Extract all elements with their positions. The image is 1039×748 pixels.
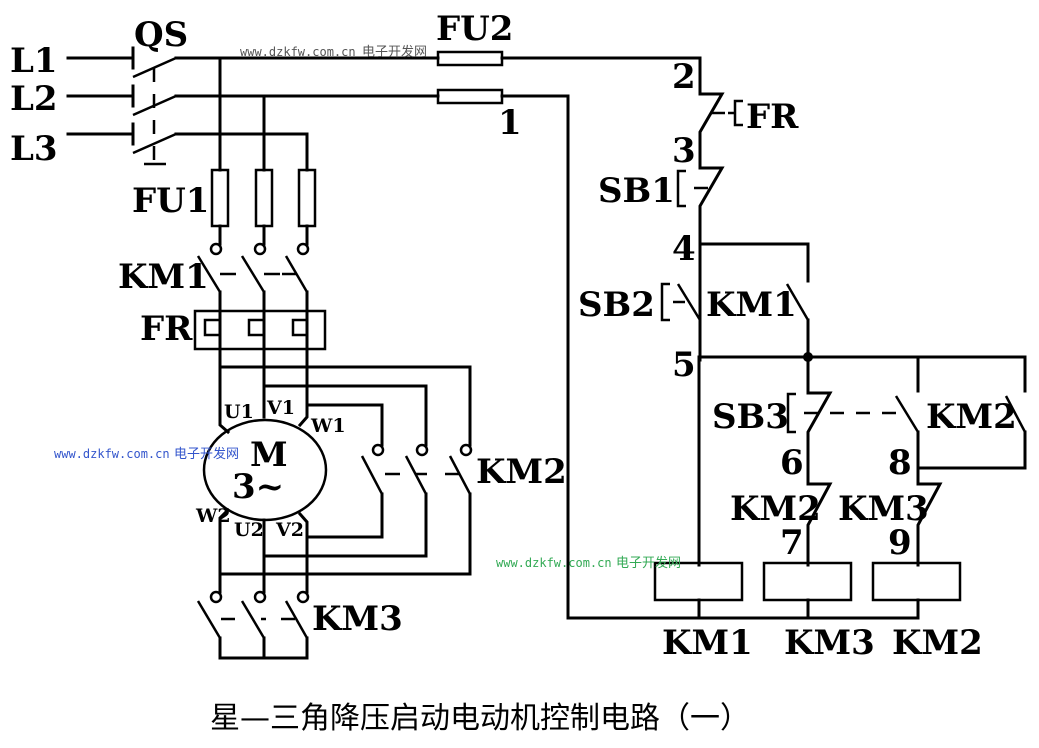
label-sb1: SB1 [598,171,675,211]
coil-km1 [653,561,744,602]
coil-km3 [762,561,853,602]
svg-text:www.dzkfw.com.cn: www.dzkfw.com.cn [496,556,612,570]
fu2-fuses [436,50,702,105]
label-fu2: FU2 [436,9,513,49]
node-3: 3 [672,131,696,171]
svg-text:电子开发网: 电子开发网 [174,446,239,462]
delta-wiring [218,365,472,447]
label-fr-main: FR [140,309,193,349]
main-bus [174,56,440,172]
diagram-title: 星—三角降压启动电动机控制电路（一） [210,701,750,736]
svg-text:电子开发网: 电子开发网 [362,44,427,60]
terminal-v2: V2 [275,519,304,541]
control-left-rail [566,94,920,620]
node-6: 6 [780,443,804,483]
fu1-fuses [210,168,317,246]
svg-text:www.dzkfw.com.cn: www.dzkfw.com.cn [240,45,356,59]
coil-km2 [871,561,962,602]
label-qs: QS [134,15,188,55]
label-l2: L2 [10,79,58,119]
terminal-v1: V1 [266,397,295,419]
label-km2-interlock: KM2 [730,489,821,529]
svg-text:电子开发网: 电子开发网 [616,555,681,571]
motor [202,408,328,594]
label-km3-main: KM3 [312,599,403,639]
motor-symbol: M [250,435,288,475]
node-9: 9 [888,523,912,563]
km3-coil-branch [786,355,902,567]
label-km3-interlock: KM3 [838,489,929,529]
node-2: 2 [672,57,696,97]
label-l3: L3 [10,129,58,169]
motor-phase: 3~ [232,467,284,507]
coil-label-km3: KM3 [784,623,875,663]
label-sb3: SB3 [712,397,789,437]
node-4: 4 [672,229,696,269]
label-km1-main: KM1 [118,257,209,297]
km2-main-contacts [218,443,473,576]
watermark-top: www.dzkfw.com.cn 电子开发网 [240,44,427,60]
label-km1-aux: KM1 [706,285,797,325]
label-km2-main: KM2 [476,452,567,492]
qs-switch [132,56,177,166]
label-fr-contact: FR [746,97,799,137]
svg-text:www.dzkfw.com.cn: www.dzkfw.com.cn [54,447,170,461]
coil-label-km2: KM2 [892,623,983,663]
fr-thermal-element [193,309,327,351]
node-5: 5 [672,345,696,385]
terminal-u2: U2 [234,519,264,541]
node-8: 8 [888,443,912,483]
watermark-left: www.dzkfw.com.cn 电子开发网 [54,446,239,462]
label-l1: L1 [10,41,58,81]
node-7: 7 [780,523,804,563]
coils [653,561,962,602]
terminal-u1: U1 [224,401,254,423]
sb2-km1-branch [660,242,1027,362]
label-sb2: SB2 [578,285,655,325]
terminal-w1: W1 [310,415,346,437]
km2-coil-branch [894,355,1027,567]
supply-lines [66,46,135,146]
coil-label-km1: KM1 [662,623,753,663]
label-fu1: FU1 [132,181,209,221]
node-1: 1 [498,103,522,143]
label-km2-aux: KM2 [926,397,1017,437]
control-right-rail [676,56,743,362]
watermark-bottom: www.dzkfw.com.cn 电子开发网 [496,555,681,571]
km3-main-contacts [196,590,310,660]
terminal-w2: W2 [195,505,231,527]
